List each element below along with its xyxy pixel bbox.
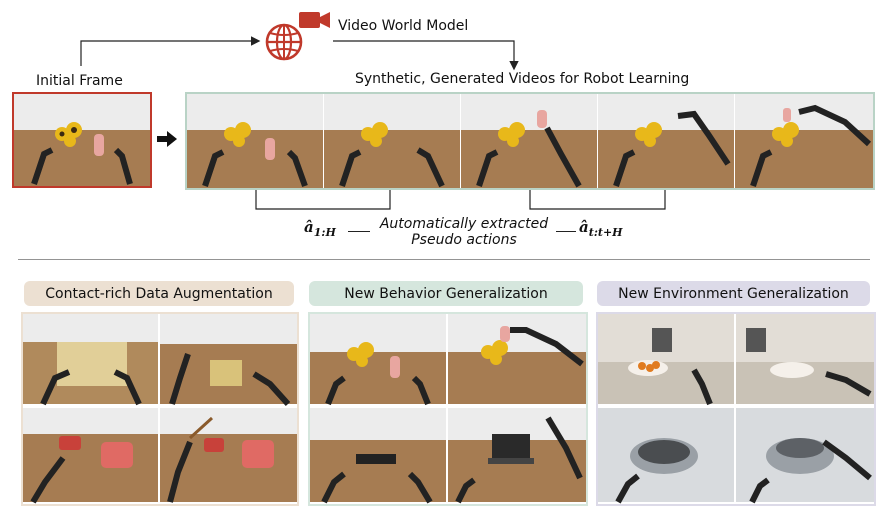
pot-scene-2 <box>736 408 874 504</box>
towel-scene-2 <box>160 314 297 407</box>
contact-rich-examples <box>21 312 299 506</box>
pot-scene-1 <box>598 408 734 504</box>
new-environment-examples <box>596 312 876 506</box>
synthetic-videos-label: Synthetic, Generated Videos for Robot Le… <box>355 71 690 87</box>
hammer-scene-2 <box>160 408 297 503</box>
video-frame-1 <box>187 94 323 188</box>
initial-frame-image <box>12 92 152 188</box>
video-frame-2 <box>324 94 460 188</box>
kitchen-scene-1 <box>598 314 734 406</box>
kitchen-scene-2 <box>736 314 874 404</box>
sunflower-scene-1 <box>310 314 446 406</box>
dash-right <box>556 231 576 232</box>
video-frame-5 <box>735 94 873 188</box>
new-behavior-examples <box>308 312 588 506</box>
action-symbol-left: â1:H <box>304 218 336 239</box>
arrow-right-icon <box>157 131 177 147</box>
category-contact-rich: Contact-rich Data Augmentation <box>24 281 294 306</box>
category-new-behavior: New Behavior Generalization <box>309 281 583 306</box>
connector-lines <box>18 36 870 260</box>
laptop-scene-2 <box>448 408 586 504</box>
synthetic-video-strip <box>185 92 875 190</box>
category-new-environment: New Environment Generalization <box>597 281 870 306</box>
globe-icon <box>262 16 310 64</box>
hammer-scene-1 <box>23 408 158 504</box>
pseudo-actions-note: Automatically extracted Pseudo actions <box>379 216 549 248</box>
video-frame-4 <box>598 94 734 188</box>
dash-left <box>348 231 370 232</box>
initial-frame-label: Initial Frame <box>36 73 123 89</box>
laptop-scene-1 <box>310 408 446 504</box>
camera-icon <box>298 9 332 31</box>
towel-scene-1 <box>23 314 158 406</box>
sunflower-scene-2 <box>448 314 586 404</box>
video-frame-3 <box>461 94 597 188</box>
action-symbol-right: ât:t+H <box>579 218 623 239</box>
model-label: Video World Model <box>338 18 469 34</box>
